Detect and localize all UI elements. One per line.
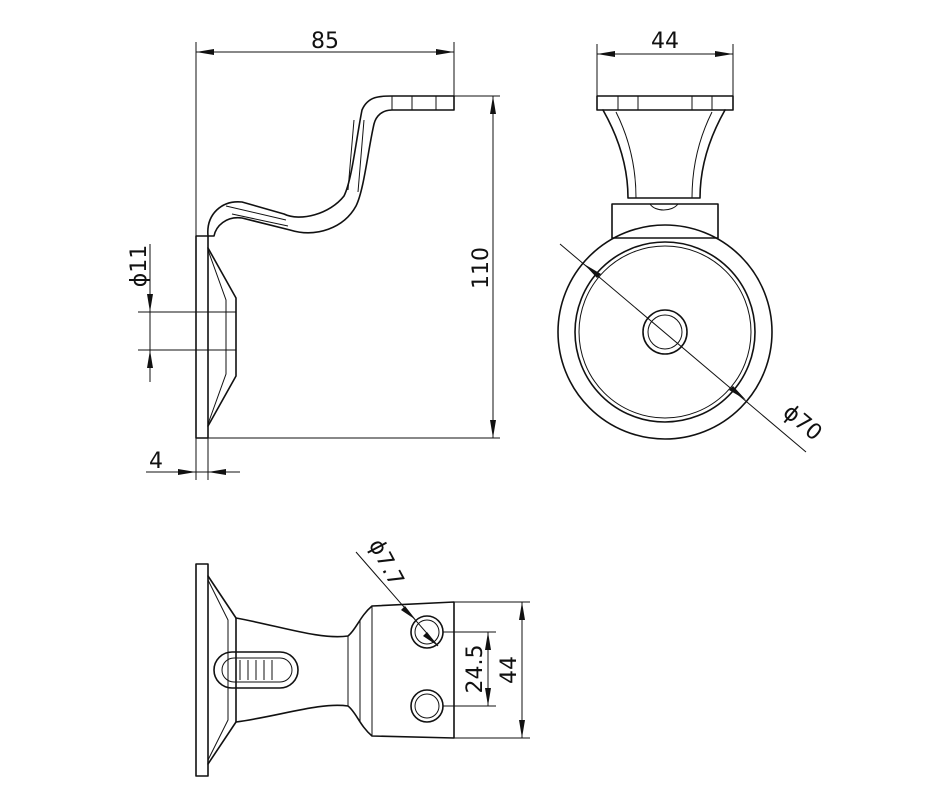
dim-70-line (559, 243, 807, 453)
front-disc-inner (574, 241, 756, 423)
side-arm (207, 95, 455, 237)
side-plate-cone (207, 247, 237, 427)
front-top-pad (596, 95, 734, 111)
dim-7-7-arrow-bottom (423, 632, 438, 646)
dim-85-label: 85 (311, 29, 339, 54)
dim-44-bottom-label: 44 (497, 656, 522, 684)
dim-110-label: 110 (469, 247, 494, 289)
front-view: 44 ϕ70 (557, 29, 827, 453)
dim-44-top-arrow-left (597, 51, 615, 57)
bottom-plate-cone (207, 575, 237, 765)
dim-85-arrow-left (196, 49, 214, 55)
dim-11-arrow-bottom (147, 350, 153, 368)
dim-7-7-line (355, 551, 439, 647)
dim-44-top-label: 44 (651, 29, 679, 54)
dim-70-label: ϕ70 (778, 400, 827, 446)
side-view: 85 110 ϕ11 4 (127, 29, 500, 480)
dim-44-bottom-arrow-top (519, 602, 525, 620)
front-collar (611, 203, 719, 239)
bottom-hole-lower-outer (410, 689, 444, 723)
front-hole-inner (647, 314, 683, 350)
bottom-hole-upper-inner (414, 619, 440, 645)
dim-44-top-arrow-right (715, 51, 733, 57)
bottom-hole-lower-inner (414, 693, 440, 719)
dim-110-arrow-top (490, 96, 496, 114)
bottom-slot-inner (221, 657, 293, 683)
dim-85-arrow-right (436, 49, 454, 55)
dim-7-7-arrow-top (401, 606, 416, 620)
dim-11-label: ϕ11 (127, 245, 152, 288)
front-disc-ring (578, 245, 752, 419)
dim-4-arrow-right (208, 469, 226, 475)
side-arm-edge (347, 119, 365, 193)
bottom-wall-plate (195, 563, 209, 777)
bottom-arm-ribs (347, 606, 373, 736)
front-stem-detail (615, 111, 713, 199)
side-wall-plate (195, 235, 209, 439)
dim-44-bottom-arrow-bottom (519, 720, 525, 738)
front-stem (602, 109, 726, 199)
dim-24-5-label: 24.5 (463, 645, 488, 694)
dim-24-5-arrow-bottom (485, 688, 491, 706)
front-hole-outer (642, 309, 688, 355)
dim-4-label: 4 (149, 449, 163, 474)
side-plate-cone-inner (207, 249, 227, 425)
side-arm-detail (225, 205, 289, 227)
front-disc-outer (557, 224, 773, 440)
bottom-view: ϕ7.7 24.5 44 (195, 535, 530, 777)
dim-11-arrow-top (147, 294, 153, 312)
dim-70-arrow-bottom (729, 386, 746, 400)
front-collar-notch (649, 203, 679, 211)
dim-24-5-arrow-top (485, 632, 491, 650)
bottom-arm-body (235, 601, 455, 739)
bottom-slot-outer (213, 651, 299, 689)
dim-4-arrow-left (178, 469, 196, 475)
dim-7-7-label: ϕ7.7 (363, 535, 408, 590)
bottom-slot-detail (239, 660, 273, 680)
dim-70-arrow-top (584, 264, 601, 278)
bottom-plate-cone-inner (207, 579, 229, 761)
dim-110-arrow-bottom (490, 420, 496, 438)
